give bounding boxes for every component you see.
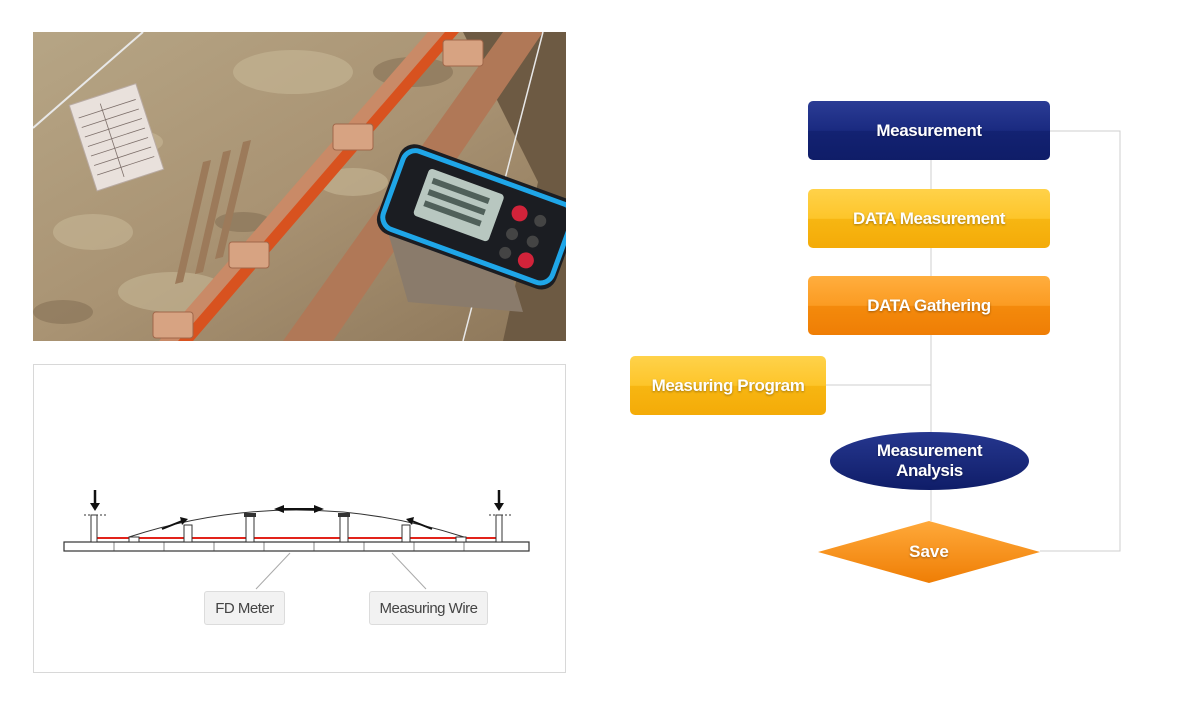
measurement-box: Measurement xyxy=(808,101,1050,160)
rail-diagram-svg xyxy=(63,490,530,590)
measurement-diagram: FD Meter Measuring Wire xyxy=(33,364,566,673)
fd-meter-leader xyxy=(255,552,291,590)
left-down-arrow xyxy=(90,490,100,511)
right-slant-arrow xyxy=(406,517,433,530)
measuring-wire-label: Measuring Wire xyxy=(369,591,488,625)
site-photo xyxy=(33,32,566,341)
data-measurement-box: DATA Measurement xyxy=(808,189,1050,248)
right-down-arrow xyxy=(494,490,504,511)
site-photo-illustration xyxy=(33,32,566,341)
data-gathering-box: DATA Gathering xyxy=(808,276,1050,335)
base-rail xyxy=(63,541,530,552)
save-diamond-shape xyxy=(818,521,1040,583)
save-diamond: Save xyxy=(818,521,1040,583)
data-measurement-label: DATA Measurement xyxy=(853,208,1005,228)
analysis-label-line2: Analysis xyxy=(896,461,963,480)
center-double-arrow xyxy=(274,505,324,513)
fd-meter-label: FD Meter xyxy=(204,591,285,625)
data-gathering-label: DATA Gathering xyxy=(867,295,991,315)
measurement-analysis-ellipse: Measurement Analysis xyxy=(830,432,1029,490)
save-label: Save xyxy=(909,542,949,561)
measuring-program-label: Measuring Program xyxy=(651,375,805,395)
analysis-label-line1: Measurement xyxy=(876,441,983,460)
measurement-label: Measurement xyxy=(876,120,982,140)
measuring-wire-leader xyxy=(391,552,427,590)
measuring-program-box: Measuring Program xyxy=(630,356,826,415)
left-slant-arrow xyxy=(161,517,188,530)
